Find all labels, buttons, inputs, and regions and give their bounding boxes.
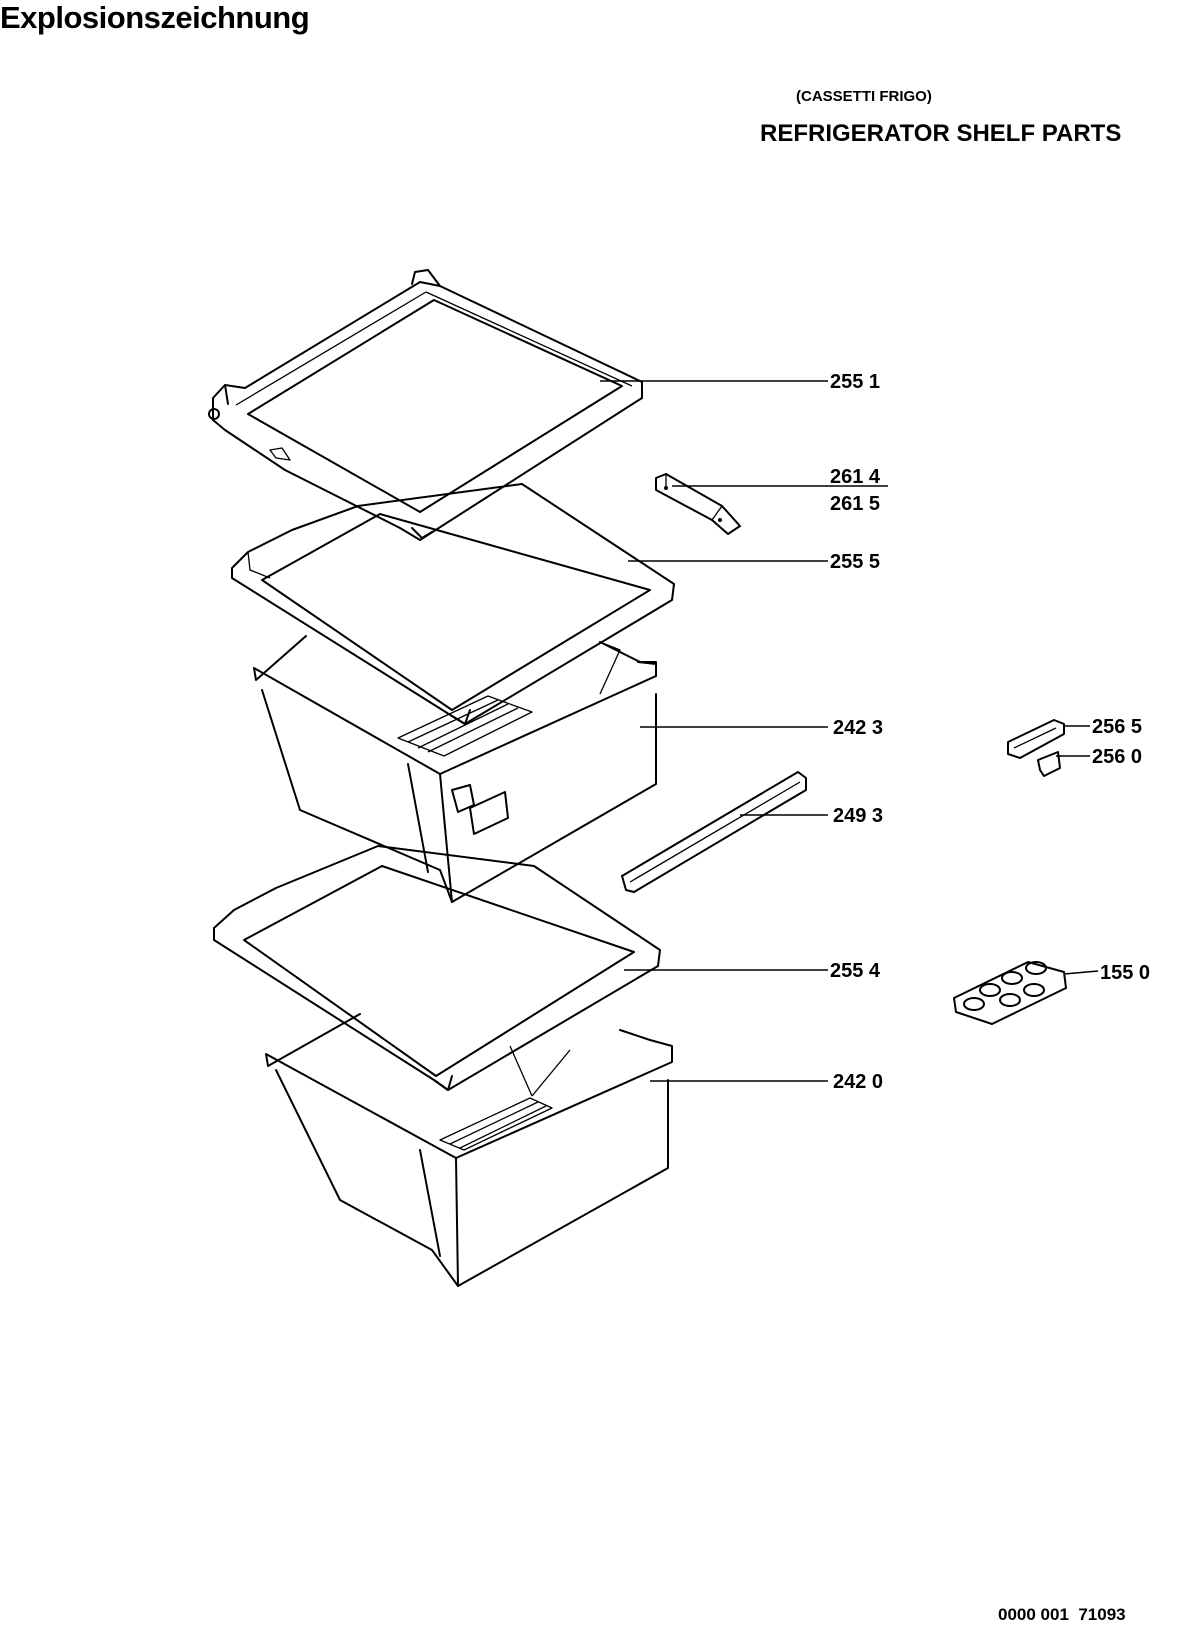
callout-242-0: 242 0 bbox=[833, 1071, 883, 1093]
part-drawer-242-3 bbox=[253, 635, 657, 903]
leader-lines bbox=[600, 380, 1099, 1082]
callout-255-4: 255 4 bbox=[830, 960, 881, 982]
callout-255-1: 255 1 bbox=[830, 371, 880, 393]
part-bracket-261 bbox=[655, 473, 741, 535]
callout-155-0: 155 0 bbox=[1100, 962, 1150, 984]
main-title: REFRIGERATOR SHELF PARTS bbox=[760, 120, 1122, 147]
part-egg-tray-155-0 bbox=[953, 961, 1067, 1025]
callout-261-5: 261 5 bbox=[830, 493, 880, 515]
callout-256-5: 256 5 bbox=[1092, 716, 1142, 738]
callout-261-4: 261 4 bbox=[830, 466, 881, 488]
part-shelf-255-1 bbox=[208, 269, 643, 541]
callout-242-3: 242 3 bbox=[833, 717, 883, 739]
part-drawer-242-0 bbox=[265, 1013, 673, 1287]
page-title: Explosionszeichnung bbox=[0, 0, 310, 35]
part-shelf-255-4 bbox=[213, 845, 661, 1091]
part-rail-249-3 bbox=[621, 771, 807, 893]
part-clips-256 bbox=[1007, 719, 1065, 777]
callout-249-3: 249 3 bbox=[833, 805, 883, 827]
callout-256-0: 256 0 bbox=[1092, 746, 1142, 768]
part-shelf-255-5 bbox=[231, 483, 675, 725]
document-code: 0000 001 71093 bbox=[998, 1605, 1126, 1624]
subtitle: (CASSETTI FRIGO) bbox=[796, 88, 932, 105]
callout-255-5: 255 5 bbox=[830, 551, 880, 573]
